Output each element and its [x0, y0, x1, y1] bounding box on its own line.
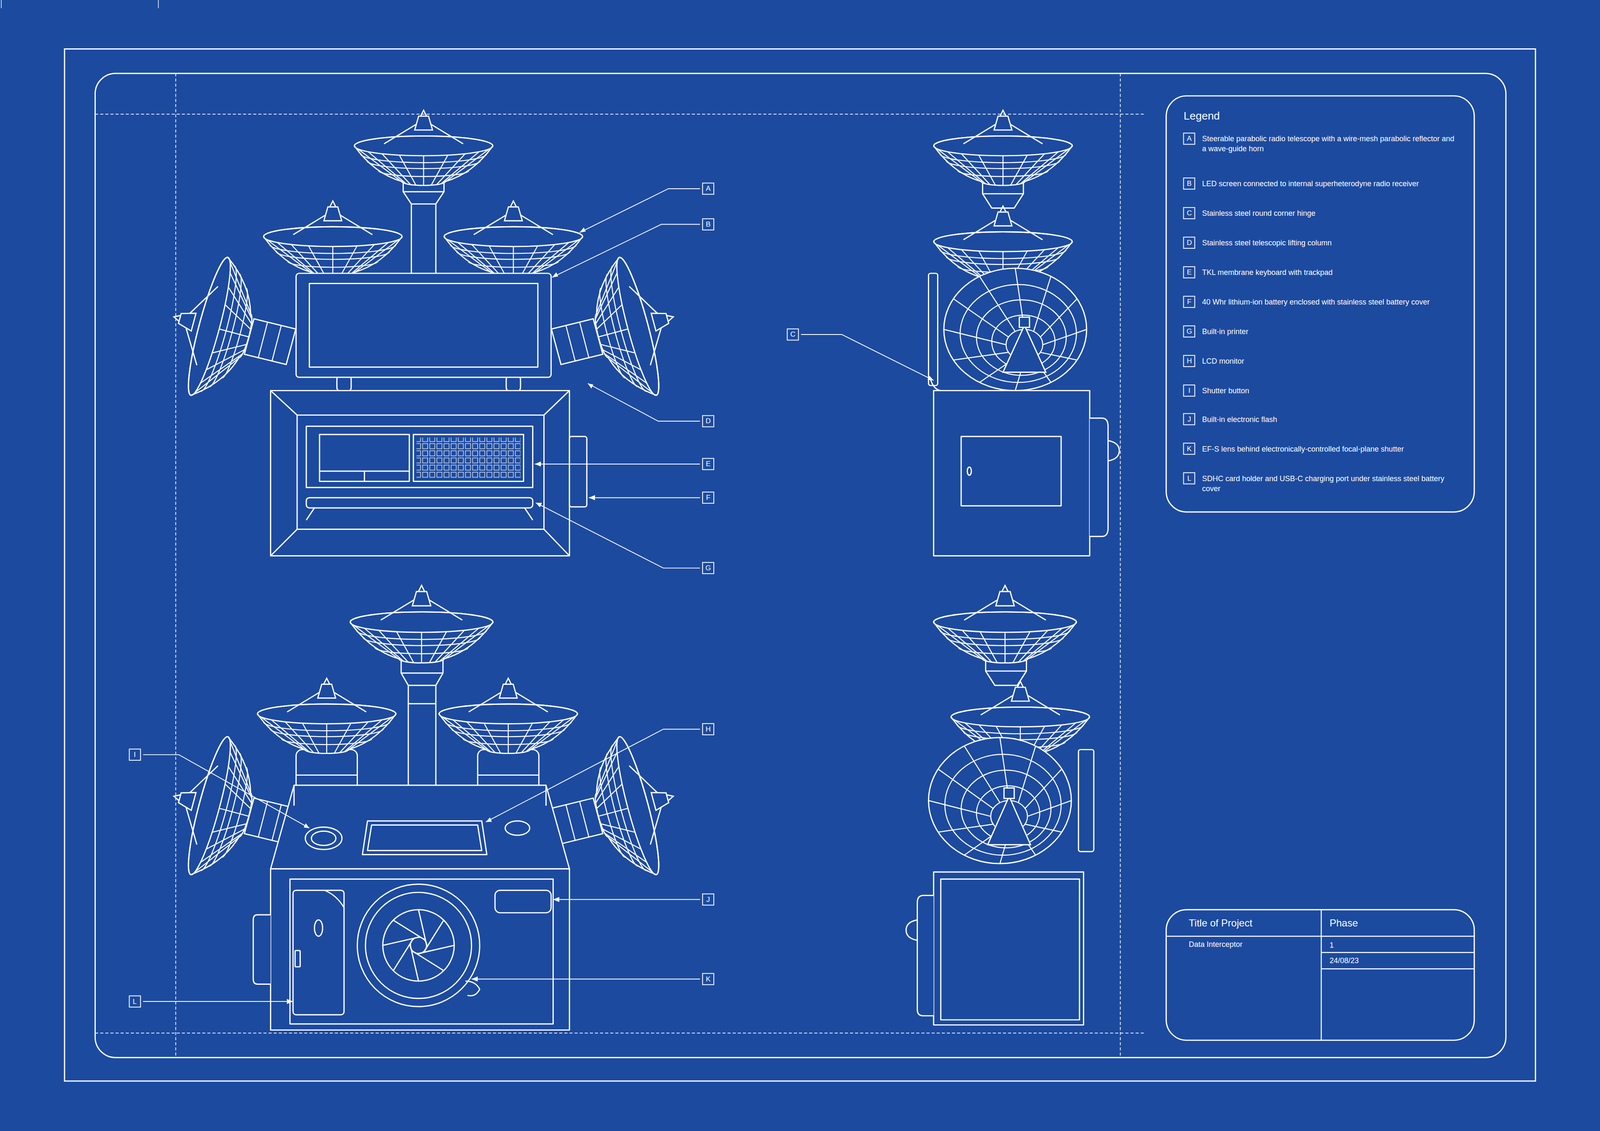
callout-letter: F [1187, 297, 1192, 307]
callout-letter: I [133, 750, 136, 760]
callout-letter: G [705, 564, 711, 573]
callout-letter: C [790, 330, 796, 339]
legend-entry: LED screen connected to internal superhe… [1202, 178, 1458, 189]
callout-letter: L [1187, 474, 1192, 483]
legend-entry: Shutter button [1202, 385, 1458, 396]
callout-letter: I [1188, 386, 1191, 395]
callout-letter: F [705, 493, 710, 503]
legend-entry: EF-S lens behind electronically-controll… [1202, 444, 1458, 455]
legend-entry: Built-in printer [1202, 326, 1458, 337]
legend-heading: Legend [1183, 110, 1220, 123]
legend-entry: Steerable parabolic radio telescope with… [1202, 133, 1458, 154]
legend-entry: 40 Whr lithium-ion battery enclosed with… [1202, 297, 1458, 308]
callout-letter: J [1187, 415, 1192, 424]
callout-letter: L [132, 997, 137, 1007]
legend-entry: Built-in electronic flash [1202, 414, 1458, 425]
title-block-cell: 24/08/23 [1329, 956, 1359, 966]
callout-letter: E [705, 460, 711, 469]
legend-entry: TKL membrane keyboard with trackpad [1202, 267, 1458, 278]
callout-letter: E [1187, 268, 1192, 277]
legend-entry: Stainless steel round corner hinge [1202, 208, 1458, 219]
callout-letter: K [1187, 444, 1192, 453]
callout-letter: D [1186, 238, 1192, 248]
callout-letter: J [706, 895, 710, 905]
title-block-heading: Phase [1329, 917, 1358, 930]
callout-letter: K [705, 975, 711, 984]
callout-letter: D [705, 417, 711, 426]
callout-letter: H [1186, 357, 1192, 366]
title-block-cell: 1 [1329, 941, 1334, 951]
legend-entry: SDHC card holder and USB-C charging port… [1202, 473, 1458, 494]
callout-letter: B [705, 220, 711, 229]
callout-letter: B [1187, 179, 1192, 188]
legend-entry: LCD monitor [1202, 356, 1458, 367]
callout-letter: G [1186, 327, 1193, 336]
title-block-cell: Data Interceptor [1188, 940, 1243, 950]
legend-entry: Stainless steel telescopic lifting colum… [1202, 237, 1458, 248]
title-block-heading: Title of Project [1188, 917, 1253, 930]
callout-letter: A [705, 184, 711, 193]
callout-letter: H [705, 725, 711, 734]
callout-letter: C [1186, 209, 1192, 218]
callout-letter: A [1187, 134, 1192, 143]
